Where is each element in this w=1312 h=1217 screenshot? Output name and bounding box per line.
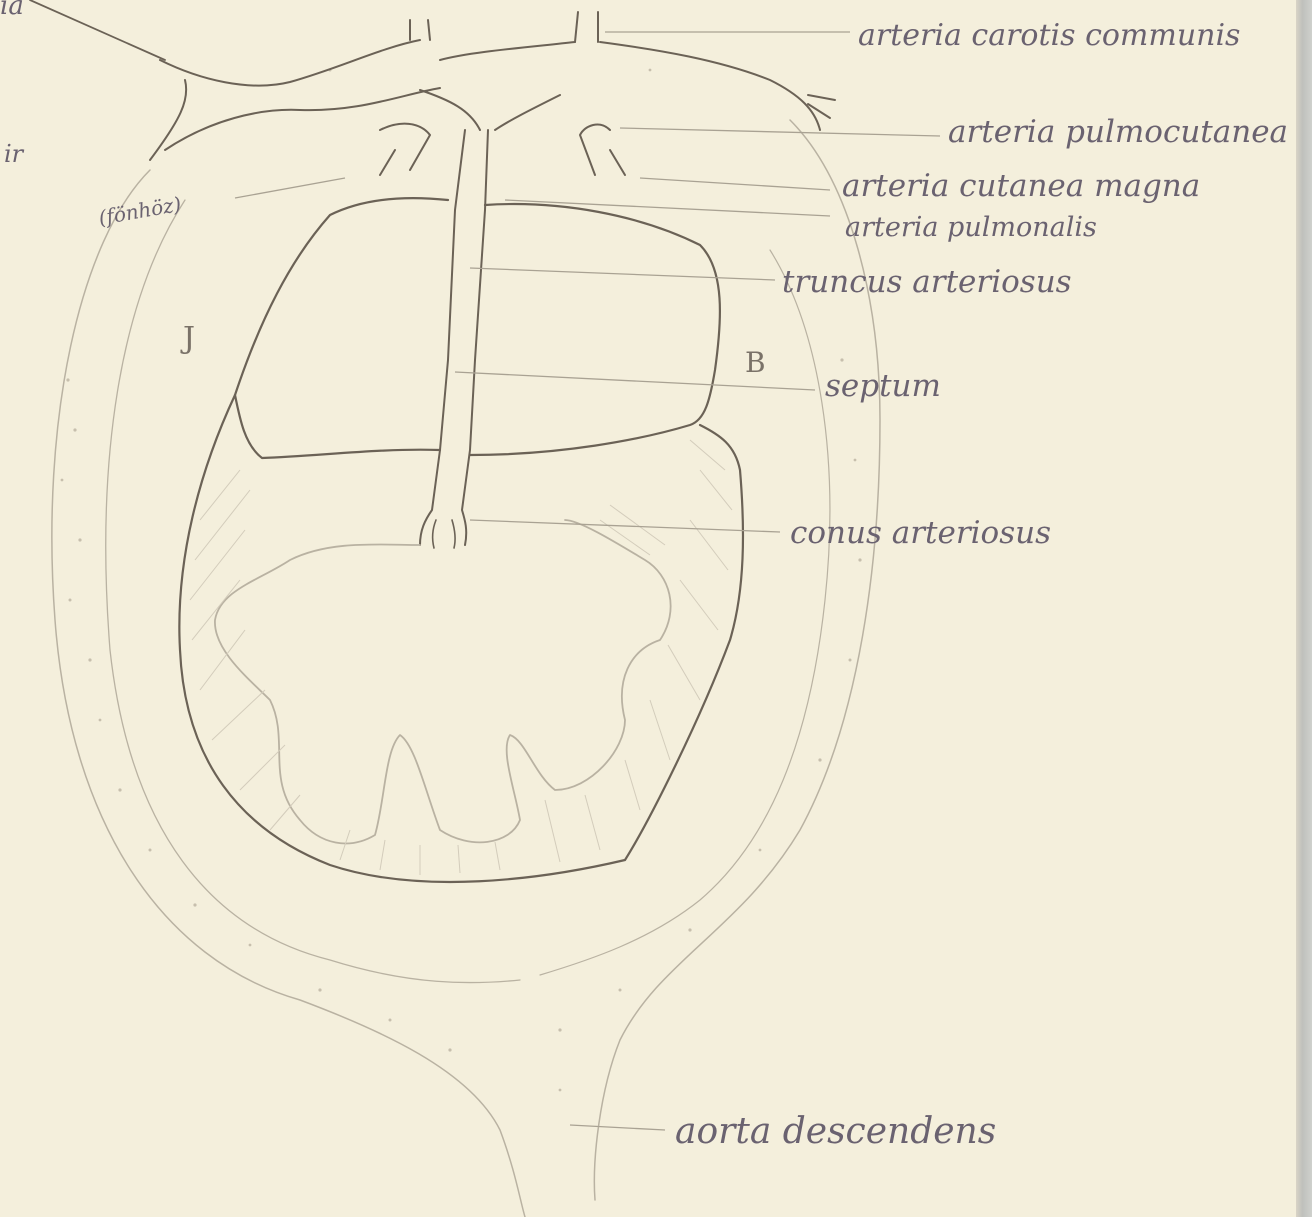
- label-septum: septum: [825, 368, 941, 404]
- label-pulmocutanea: arteria pulmocutanea: [948, 114, 1288, 150]
- paper-edge: [1296, 0, 1312, 1217]
- truncus-arteriosus: [420, 130, 488, 548]
- label-fragment-left: ir: [4, 140, 25, 168]
- leader-lines: [235, 32, 940, 1130]
- letter-j-left-atrium: J: [180, 321, 195, 356]
- label-fragment-top: ia: [0, 0, 24, 21]
- label-pulmonalis: arteria pulmonalis: [845, 212, 1097, 243]
- left-atrium: [235, 198, 448, 458]
- pericardium-inner: [106, 200, 520, 983]
- letter-b-right-atrium: B: [745, 346, 766, 379]
- right-atrium: [470, 204, 720, 455]
- ventricle-outline: [179, 395, 743, 882]
- label-aorta-descendens: aorta descendens: [675, 1111, 996, 1152]
- label-cutanea-magna: arteria cutanea magna: [842, 168, 1200, 204]
- pericardium-right-inner: [540, 250, 830, 975]
- aortic-arches: [30, 0, 835, 175]
- label-conus-arteriosus: conus arteriosus: [790, 515, 1051, 551]
- label-carotis-communis: arteria carotis communis: [858, 18, 1240, 53]
- ventricle-lumen: [215, 520, 671, 843]
- myocardium-hatching: [190, 440, 732, 875]
- label-truncus-arteriosus: truncus arteriosus: [782, 264, 1072, 300]
- pericardium-outline: [52, 170, 525, 1217]
